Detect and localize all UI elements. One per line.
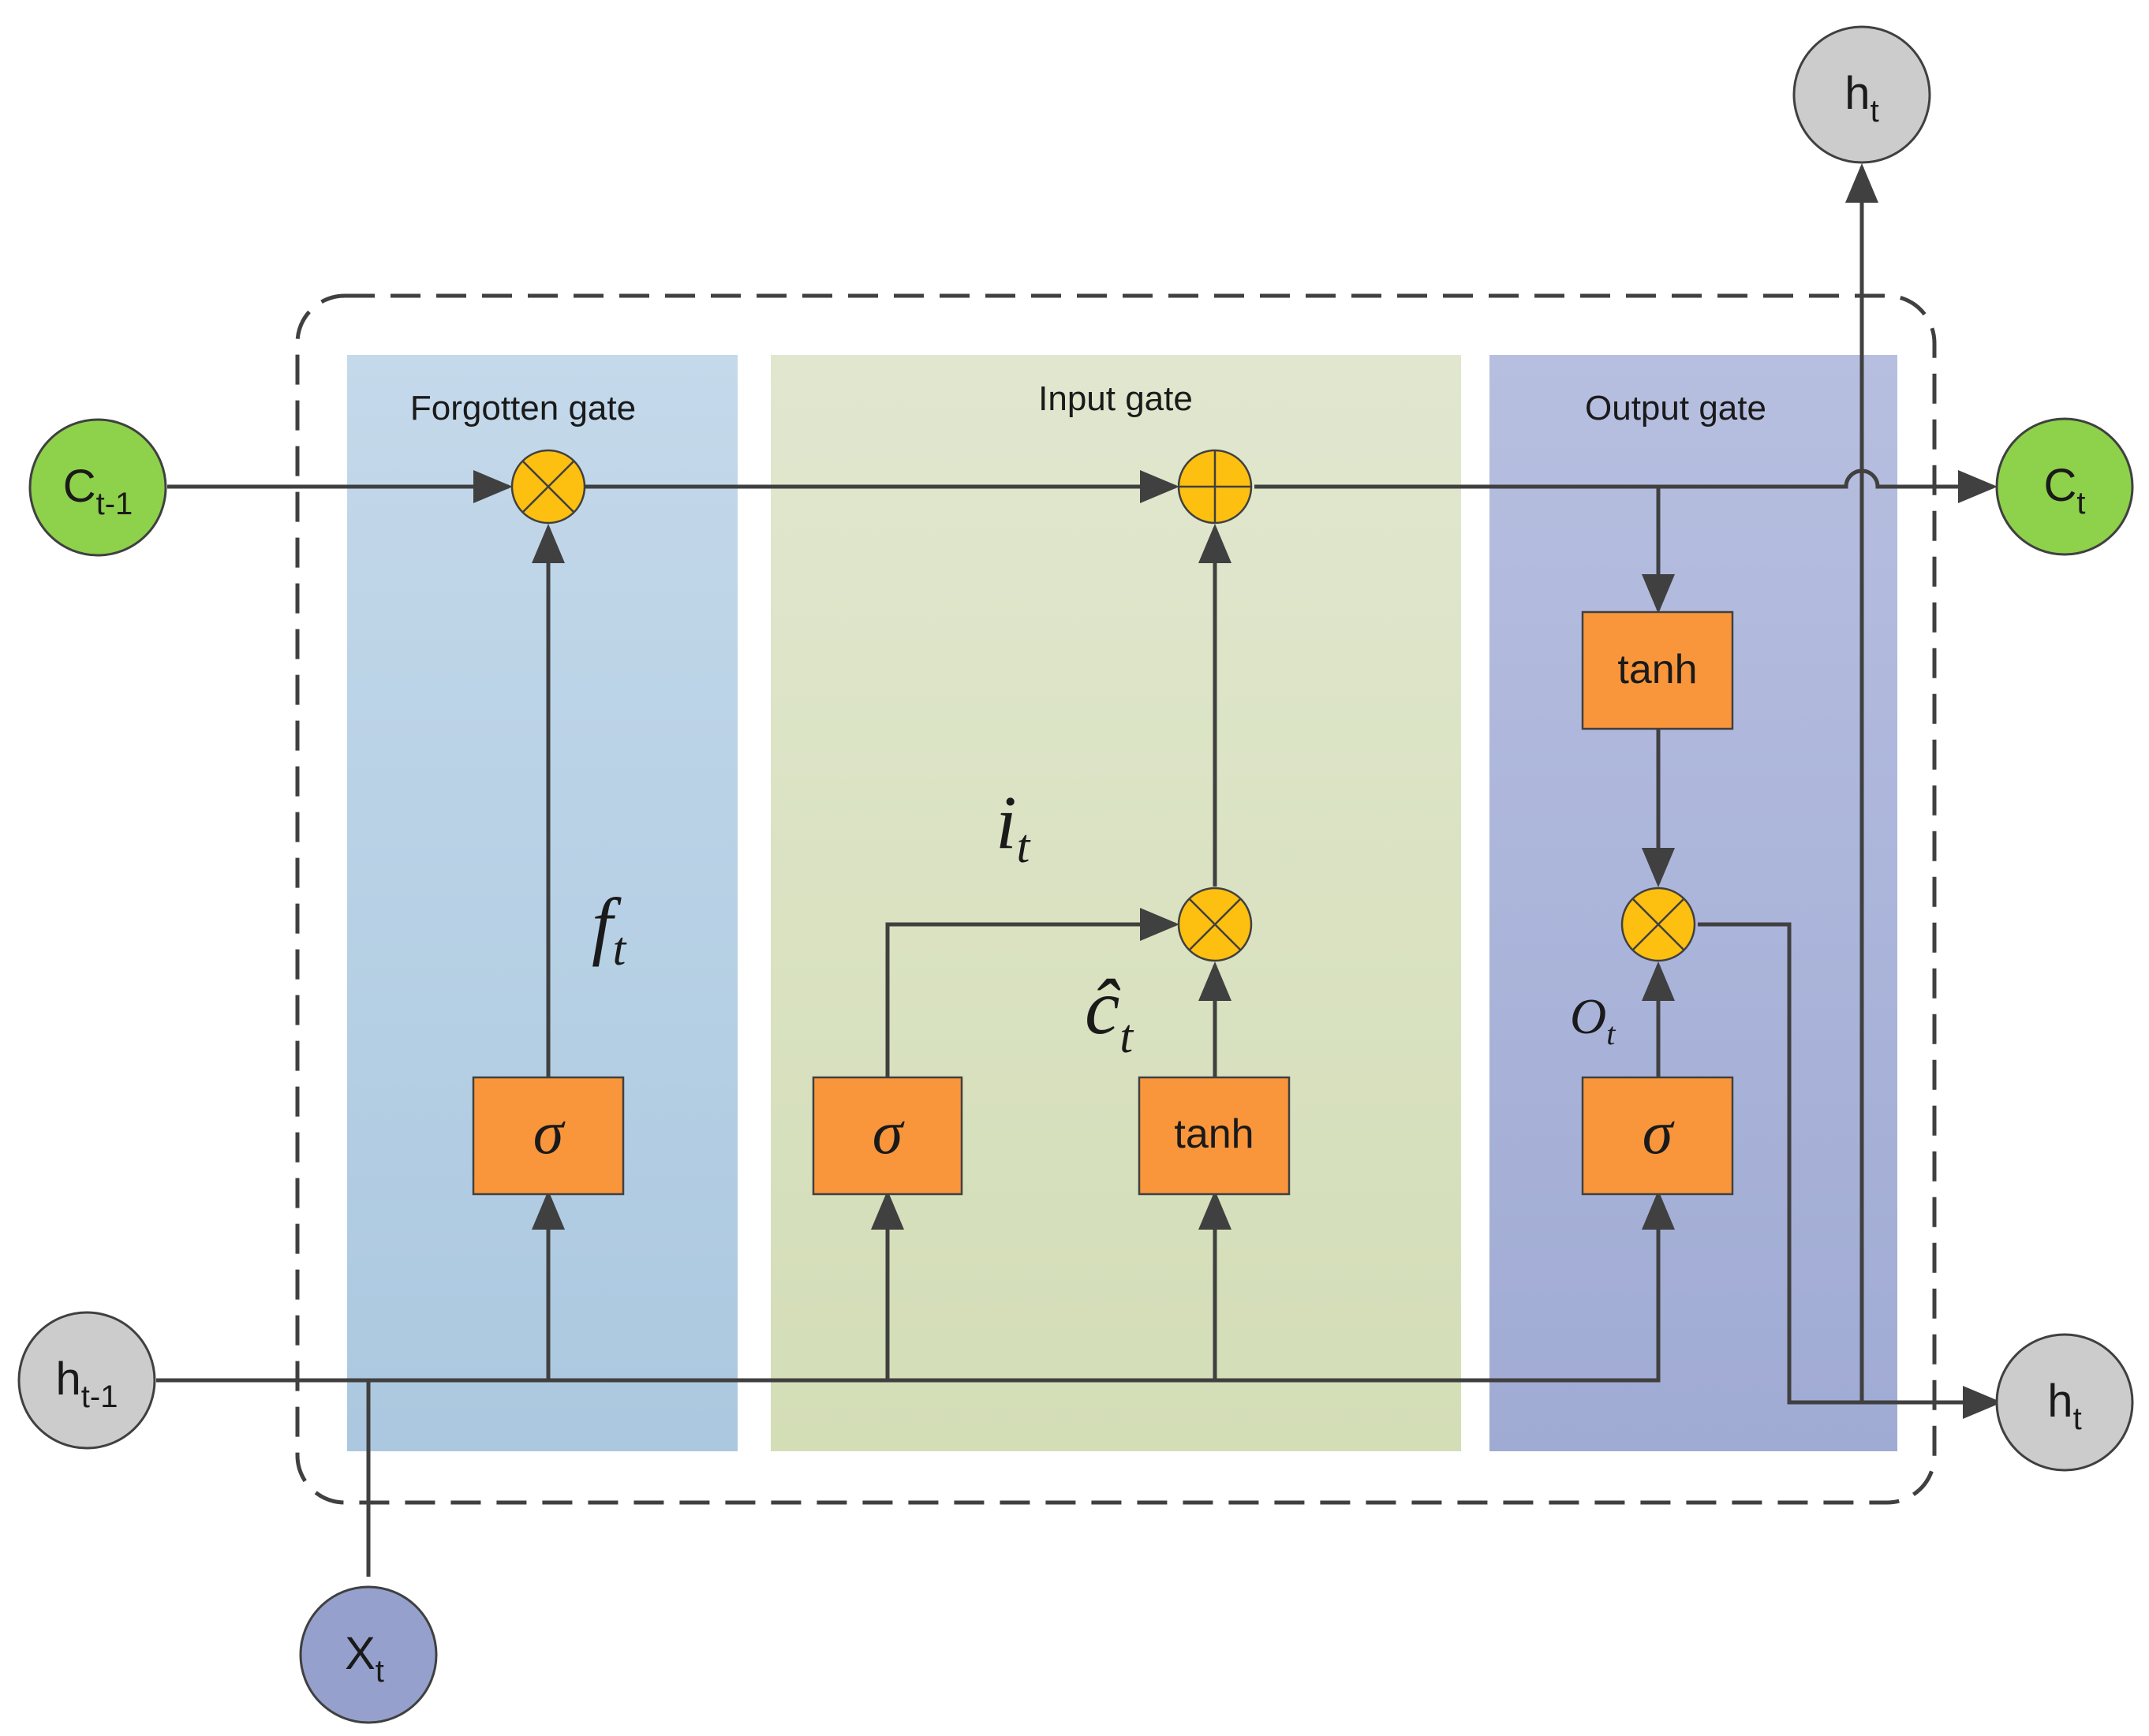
- h-prev-base: h: [56, 1353, 81, 1405]
- svg-text:ht-1: ht-1: [56, 1353, 118, 1414]
- output-tanh-box: tanh: [1581, 610, 1734, 730]
- x-input-sub: t: [376, 1654, 384, 1689]
- input-sigma-label: σ: [873, 1098, 905, 1167]
- input-tanh-label: tanh: [1174, 1111, 1254, 1157]
- c-out-sub: t: [2076, 486, 2085, 521]
- wire-hprev-bus: [156, 1194, 1661, 1383]
- svg-text:Xt: Xt: [345, 1628, 384, 1689]
- o-t-label: Ot: [1570, 988, 1616, 1051]
- input-gate-title: Input gate: [1038, 379, 1193, 418]
- cell-add-icon: [1177, 449, 1253, 525]
- output-gate-panel: [1489, 355, 1897, 1451]
- c-prev-node: Ct-1: [28, 418, 167, 557]
- o-t-sub: t: [1606, 1016, 1616, 1051]
- input-multiply-icon: [1177, 887, 1253, 962]
- input-gate-panel: [771, 355, 1461, 1451]
- output-tanh-label: tanh: [1617, 647, 1697, 693]
- i-t-label: it: [996, 780, 1031, 872]
- cell-boundary: [295, 293, 1937, 1505]
- c-prev-sub: t-1: [96, 487, 133, 521]
- h-prev-node: ht-1: [17, 1311, 156, 1450]
- h-out-node: ht: [1995, 1333, 2134, 1472]
- forget-sigma-box: σ: [472, 1076, 625, 1196]
- c-hat-t-label: ĉt: [1085, 963, 1134, 1062]
- output-gate-title: Output gate: [1585, 389, 1766, 427]
- o-t-base: O: [1570, 988, 1606, 1044]
- forget-sigma-label: σ: [533, 1098, 566, 1167]
- output-sigma-box: σ: [1581, 1076, 1734, 1196]
- output-multiply-icon: [1620, 887, 1696, 962]
- output-sigma-label: σ: [1643, 1098, 1675, 1167]
- c-out-node: Ct: [1995, 417, 2134, 556]
- f-t-sub: t: [613, 923, 627, 975]
- x-input-base: X: [345, 1628, 376, 1679]
- h-prev-sub: t-1: [81, 1379, 118, 1414]
- h-top-base: h: [1844, 68, 1870, 119]
- svg-text:Ct: Ct: [2043, 460, 2085, 521]
- input-sigma-box: σ: [812, 1076, 963, 1196]
- h-top-node: ht: [1792, 25, 1931, 164]
- h-out-sub: t: [2073, 1402, 2082, 1436]
- c-hat-t-base: ĉ: [1085, 963, 1121, 1051]
- svg-text:Ct-1: Ct-1: [63, 461, 133, 521]
- c-out-base: C: [2043, 460, 2076, 511]
- i-t-base: i: [996, 780, 1017, 864]
- c-hat-t-sub: t: [1119, 1010, 1134, 1062]
- wire-output-mult-to-hout: [1698, 922, 2002, 1419]
- h-out-base: h: [2047, 1376, 2072, 1427]
- forget-gate-title: Forgotten gate: [410, 389, 636, 427]
- wire-input-sigma-to-mult: [885, 908, 1179, 1077]
- c-prev-base: C: [63, 461, 96, 512]
- i-t-sub: t: [1017, 820, 1031, 872]
- svg-text:ht: ht: [2047, 1376, 2081, 1436]
- h-top-sub: t: [1871, 94, 1879, 129]
- input-tanh-box: tanh: [1138, 1076, 1291, 1196]
- forget-multiply-icon: [510, 449, 586, 525]
- svg-text:ht: ht: [1844, 68, 1878, 129]
- x-input-node: Xt: [299, 1585, 438, 1724]
